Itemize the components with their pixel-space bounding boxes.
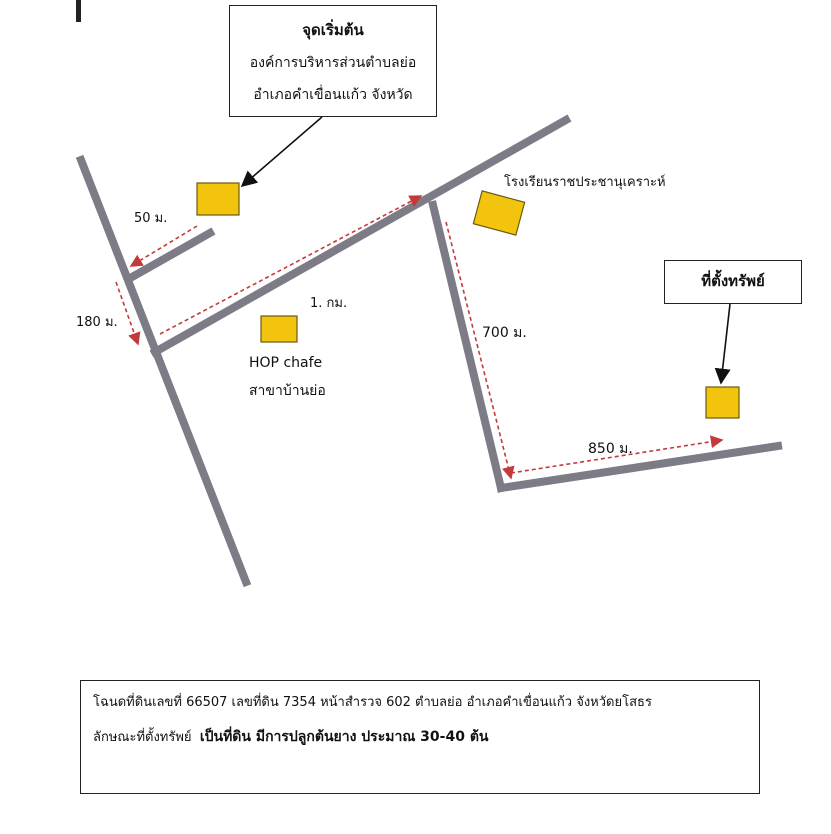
hop-chafe-marker — [260, 315, 298, 343]
route-arrow-180m — [115, 281, 141, 346]
road-diagonal — [149, 114, 572, 358]
school-marker — [472, 190, 526, 236]
start-point-line2: อำเภอคำเขื่อนแก้ว จังหวัด — [253, 87, 413, 103]
hop-chafe-branch-label: สาขาบ้านย่อ — [249, 383, 326, 399]
road-east — [496, 441, 783, 493]
distance-label-50m: 50 ม. — [134, 211, 168, 226]
start-marker — [196, 182, 240, 216]
route-arrow-850m — [510, 435, 724, 474]
road-school-south — [428, 200, 506, 493]
distance-label-700m: 700 ม. — [482, 325, 527, 341]
road-main-vertical — [75, 154, 252, 588]
route-arrow-50m — [129, 225, 198, 267]
property-description-detail: เป็นที่ดิน มีการปลูกต้นยาง ประมาณ 30-40 … — [199, 729, 489, 745]
start-point-box: จุดเริ่มต้น องค์การบริหารส่วนตำบลย่อ อำเ… — [229, 5, 437, 117]
route-arrow-700m — [445, 221, 515, 480]
start-point-line1: องค์การบริหารส่วนตำบลย่อ — [249, 55, 417, 71]
land-info-box: โฉนดที่ดินเลขที่ 66507 เลขที่ดิน 7354 หน… — [80, 680, 760, 794]
property-pointer-arrow — [714, 303, 731, 385]
hop-chafe-label: HOP chafe — [249, 355, 323, 371]
property-marker — [705, 386, 740, 419]
property-description-prefix: ลักษณะที่ตั้งทรัพย์ — [93, 730, 192, 745]
distance-label-180m: 180 ม. — [76, 315, 118, 330]
corner-mark — [76, 0, 81, 22]
property-location-box: ที่ตั้งทรัพย์ — [664, 260, 802, 304]
school-label: โรงเรียนราชประชานุเคราะห์ — [504, 175, 666, 190]
route-arrow-1km — [159, 195, 423, 335]
property-description-line: ลักษณะที่ตั้งทรัพย์ เป็นที่ดิน มีการปลูก… — [93, 726, 747, 748]
distance-label-1km: 1. กม. — [310, 296, 348, 311]
start-point-title: จุดเริ่มต้น — [302, 21, 364, 39]
distance-label-850m: 850 ม. — [588, 441, 633, 457]
road-short-branch — [126, 227, 216, 283]
land-deed-line: โฉนดที่ดินเลขที่ 66507 เลขที่ดิน 7354 หน… — [93, 695, 652, 710]
start-pointer-arrow — [240, 116, 323, 188]
property-location-title: ที่ตั้งทรัพย์ — [701, 272, 765, 290]
